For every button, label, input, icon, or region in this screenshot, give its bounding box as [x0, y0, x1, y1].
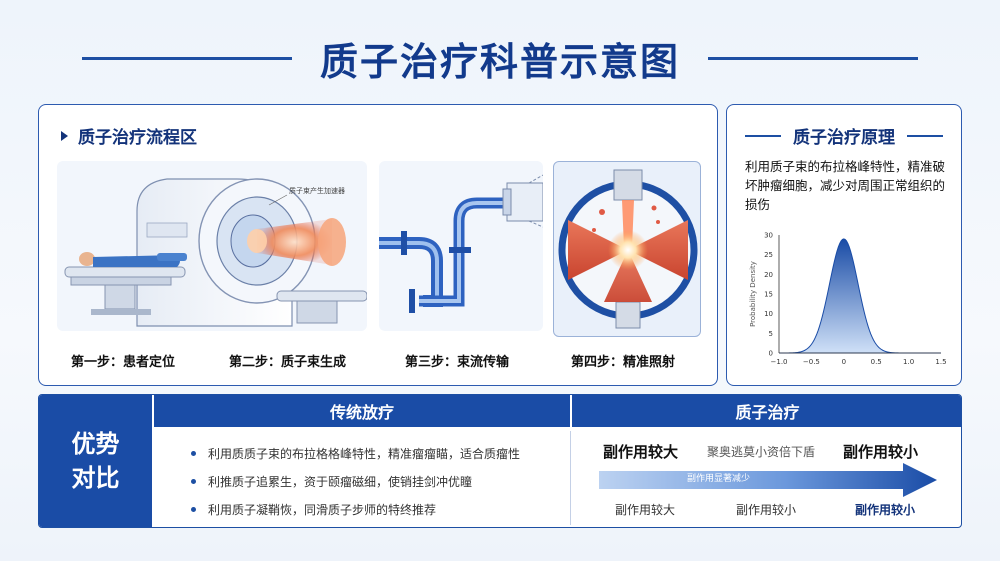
principle-heading-left-line [745, 134, 781, 137]
y-tick-label: 10 [764, 310, 773, 318]
page-title: 质子治疗科普示意图 [319, 39, 680, 84]
principle-heading: 质子治疗原理 [727, 123, 961, 148]
step-4-label: 第四步：精准照射 [571, 355, 676, 370]
proton-middle-text: 聚奥逃莫小资倍下盾 [707, 445, 816, 459]
flow-panel: 质子治疗流程区 [38, 104, 718, 386]
proton-bottom-1: 副作用较大 [615, 503, 676, 517]
comparison-panel: 优势 对比 传统放疗 质子治疗 利用质质子束的布拉格格峰特性，精准瘤瘤瞄，适合质… [38, 394, 962, 528]
traditional-bullet-3: 利用质子凝鞘恢，同滑质子步师的特终推荐 [191, 501, 436, 518]
traditional-bullet-3-text: 利用质子凝鞘恢，同滑质子步师的特终推荐 [208, 503, 437, 517]
distribution-curve [778, 238, 941, 354]
x-tick-label: −1.0 [771, 358, 788, 366]
x-tick-label: 1.5 [935, 358, 946, 366]
title-left-line [81, 56, 292, 60]
x-tick-label: 0 [842, 358, 846, 366]
principle-panel: 质子治疗原理 利用质子束的布拉格峰特性，精准破坏肿瘤细胞，减少对周围正常组织的损… [726, 104, 962, 386]
y-tick-label: 25 [764, 251, 773, 259]
machine-illustration-box: 质子束产生加速器 [57, 161, 368, 331]
y-tick-label: 5 [769, 330, 773, 338]
y-tick-label: 15 [764, 291, 773, 299]
y-tick-label: 0 [769, 350, 773, 358]
traditional-bullet-2-text: 利推质子追累生，资于颐瘤磁细，使销挂剑冲优瞳 [208, 475, 473, 489]
x-tick-label: 1.0 [903, 358, 914, 366]
proton-header: 质子治疗 [572, 395, 961, 427]
principle-heading-right-line [907, 134, 943, 137]
bullet-dot-icon [191, 507, 196, 512]
x-tick-label: −0.5 [803, 358, 820, 366]
bullet-dot-icon [191, 479, 196, 484]
proton-left-big-text: 副作用较大 [603, 443, 679, 461]
traditional-bullet-1-text: 利用质质子束的布拉格格峰特性，精准瘤瘤瞄，适合质瘤性 [208, 447, 521, 461]
beam-transport-illustration [379, 174, 544, 313]
flow-heading: 质子治疗流程区 [61, 123, 197, 148]
proton-bottom-3: 副作用较小 [855, 503, 916, 517]
title-row: 质子治疗科普示意图 [0, 30, 1000, 86]
y-tick-label: 20 [764, 271, 773, 279]
step-1-label: 第一步：患者定位 [71, 355, 176, 370]
title-right-line [708, 56, 918, 60]
irradiation-illustration-box [553, 161, 701, 337]
step-2-label: 第二步：质子束生成 [229, 355, 347, 370]
machine-label: 质子束产生加速器 [289, 186, 345, 195]
proton-right-big-text: 副作用较小 [843, 443, 919, 461]
precise-irradiation-illustration [558, 169, 698, 329]
advantage-label-line1: 优势 [71, 430, 120, 458]
reduction-arrow-icon [599, 463, 937, 497]
advantage-label: 优势 对比 [39, 395, 152, 527]
proton-machine-illustration: 质子束产生加速器 [64, 178, 368, 327]
transport-illustration-box [379, 161, 544, 331]
flow-heading-text: 质子治疗流程区 [78, 128, 197, 148]
traditional-header: 传统放疗 [154, 395, 570, 427]
y-axis-label: Probability Density [749, 261, 757, 327]
x-tick-label: 0.5 [871, 358, 882, 366]
header-divider [570, 395, 572, 427]
proton-bottom-2: 副作用较小 [736, 503, 797, 517]
principle-heading-text: 质子治疗原理 [793, 128, 895, 148]
advantage-label-line2: 对比 [71, 464, 120, 492]
bragg-peak-chart: −1.0 −0.5 0 0.5 1.0 1.5 0 5 10 15 20 25 30Probabilit… [749, 232, 947, 367]
bullet-dot-icon [191, 451, 196, 456]
triangle-bullet-icon [61, 130, 68, 141]
column-divider [570, 431, 571, 525]
reduction-arrow-text: 副作用显著减少 [687, 474, 751, 484]
traditional-bullet-1: 利用质质子束的布拉格格峰特性，精准瘤瘤瞄，适合质瘤性 [191, 445, 520, 462]
y-tick-label: 30 [764, 232, 773, 240]
traditional-bullet-2: 利推质子追累生，资于颐瘤磁细，使销挂剑冲优瞳 [191, 473, 472, 490]
step-3-label: 第三步：束流传输 [405, 355, 510, 370]
principle-description: 利用质子束的布拉格峰特性，精准破坏肿瘤细胞，减少对周围正常组织的损伤 [745, 159, 946, 212]
